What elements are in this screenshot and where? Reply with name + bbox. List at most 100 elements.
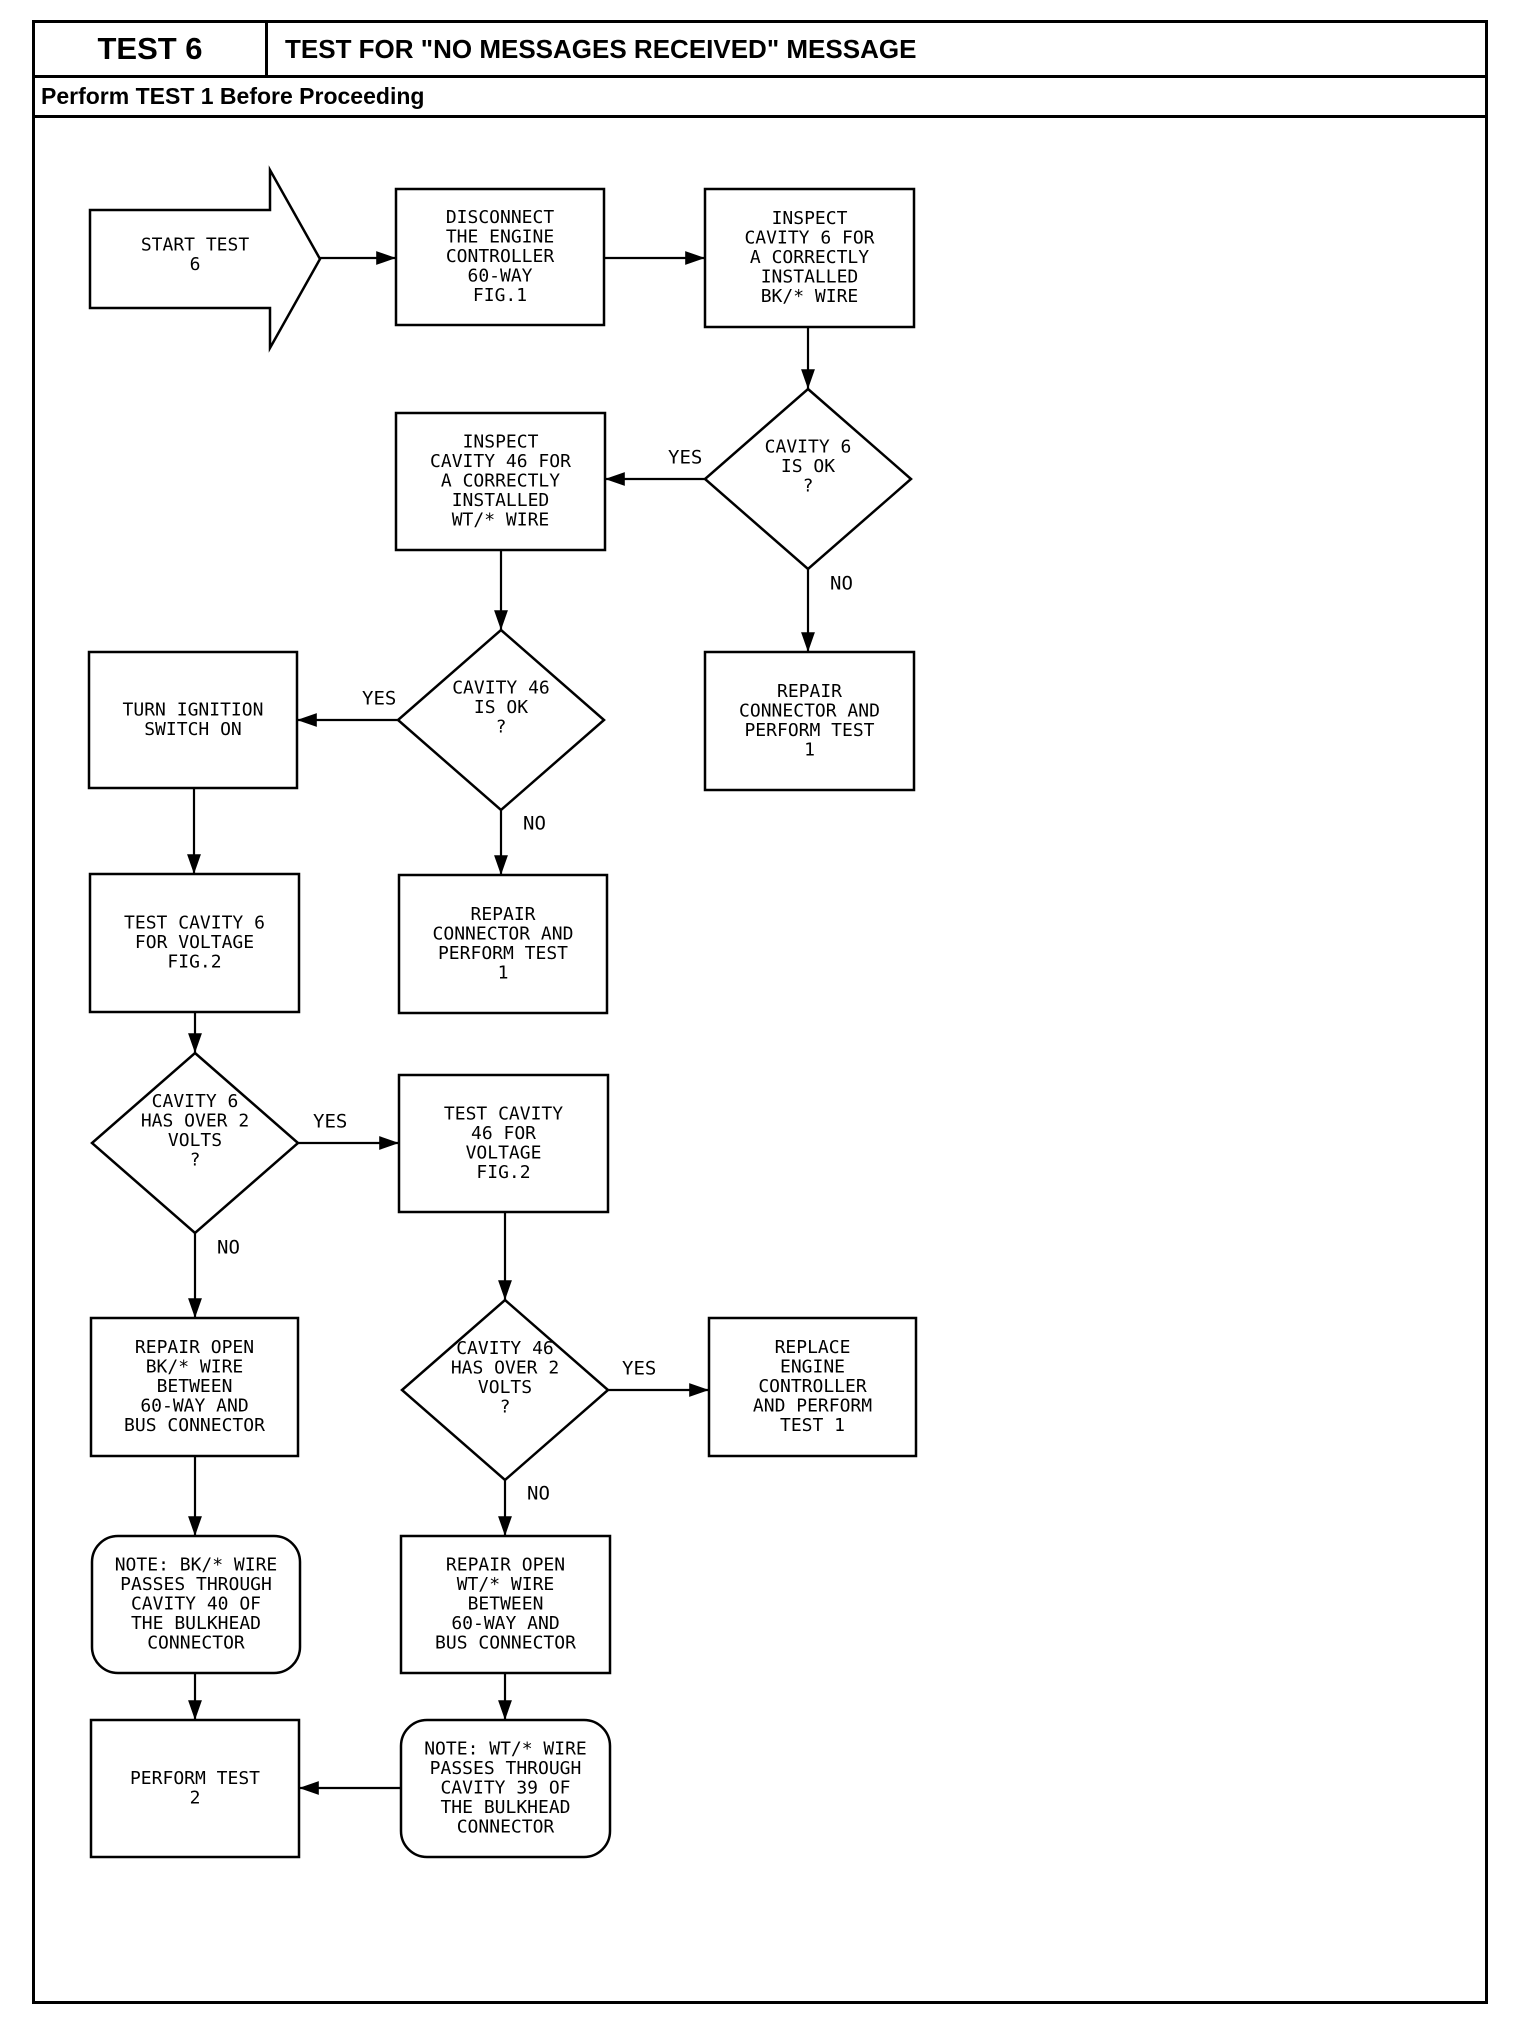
flow-node-line: SWITCH ON	[144, 719, 242, 740]
flow-node-shape	[397, 873, 609, 1015]
flow-node-line: ENGINE	[780, 1357, 845, 1378]
prerequisite-note: Perform TEST 1 Before Proceeding	[41, 83, 425, 109]
flow-node-shape	[397, 1073, 610, 1214]
flow-node-line: CAVITY 46 FOR	[430, 451, 571, 472]
flow-node-line: TEST CAVITY	[444, 1103, 563, 1124]
flow-node-line: THE BULKHEAD	[131, 1613, 261, 1634]
flow-node-line: ?	[190, 1149, 201, 1170]
flow-node-line: AND PERFORM	[753, 1396, 872, 1417]
subheader-row: Perform TEST 1 Before Proceeding	[35, 78, 1485, 118]
test-title: TEST FOR "NO MESSAGES RECEIVED" MESSAGE	[285, 33, 917, 64]
test-id: TEST 6	[35, 23, 268, 75]
flow-node-line: DISCONNECT	[446, 207, 555, 228]
flow-node-line: TEST CAVITY 6	[124, 913, 265, 934]
flow-node-line: NOTE: WT/* WIRE	[424, 1739, 587, 1760]
flow-node-line: REPAIR OPEN	[446, 1555, 565, 1576]
flow-node-line: PASSES THROUGH	[120, 1574, 272, 1595]
flow-node-line: 60-WAY AND	[140, 1396, 248, 1417]
edge-label-cav46-yes: YES	[362, 688, 396, 710]
flow-node-shape	[394, 411, 607, 552]
flow-node-line: FOR VOLTAGE	[135, 932, 254, 953]
flow-node-shape	[89, 1316, 300, 1458]
flow-node-shape	[88, 872, 301, 1014]
flow-node-line: VOLTAGE	[466, 1142, 542, 1163]
flow-node-line: FIG.2	[167, 952, 221, 973]
flow-node-line: NOTE: BK/* WIRE	[115, 1555, 278, 1576]
flow-node-line: FIG.2	[476, 1162, 530, 1183]
flow-node-shape	[89, 1718, 301, 1859]
edge-label-cav6v-yes: YES	[313, 1111, 347, 1133]
page-frame: TEST 6 TEST FOR "NO MESSAGES RECEIVED" M…	[32, 20, 1488, 2004]
flow-node-line: IS OK	[474, 697, 528, 718]
flow-node-line: INSPECT	[463, 432, 539, 453]
flow-node-line: PERFORM TEST	[744, 720, 874, 741]
flow-node-line: REPAIR OPEN	[135, 1337, 254, 1358]
flow-node-shape	[703, 387, 913, 571]
flow-node-line: 1	[804, 739, 815, 760]
flow-node-line: START TEST	[141, 234, 250, 255]
flow-node-cav6ok: CAVITY 6IS OK?	[703, 387, 913, 571]
flow-node-shape	[396, 628, 606, 812]
edge-label-cav46-no: NO	[523, 813, 546, 835]
flow-node-line: 60-WAY AND	[451, 1613, 559, 1634]
flow-node-line: WT/* WIRE	[457, 1574, 555, 1595]
flow-node-shape	[400, 1298, 610, 1482]
flow-node-line: 1	[498, 962, 509, 983]
flow-node-line: TEST 1	[780, 1415, 845, 1436]
flow-node-line: CAVITY 46	[452, 678, 550, 699]
flow-node-shape	[87, 650, 299, 790]
flow-node-line: CAVITY 6	[765, 437, 852, 458]
flow-node-line: BK/* WIRE	[761, 286, 859, 307]
flow-node-shape	[88, 165, 322, 353]
flow-node-line: CAVITY 40 OF	[131, 1594, 261, 1615]
flow-node-line: ?	[500, 1396, 511, 1417]
flow-node-line: ?	[496, 717, 507, 738]
flow-node-line: 60-WAY	[467, 266, 532, 287]
flow-node-line: IS OK	[781, 456, 835, 477]
flow-node-line: BUS CONNECTOR	[435, 1633, 576, 1654]
flow-node-line: PERFORM TEST	[130, 1768, 260, 1789]
flow-node-line: CONNECTOR AND	[433, 923, 574, 944]
flow-node-line: CAVITY 6 FOR	[744, 228, 874, 249]
flow-node-line: 46 FOR	[471, 1123, 536, 1144]
flow-node-line: INSTALLED	[452, 490, 550, 511]
flow-node-line: A CORRECTLY	[441, 471, 560, 492]
flow-node-line: ?	[803, 476, 814, 497]
edge-label-cav46v-yes: YES	[622, 1358, 656, 1380]
flow-node-line: VOLTS	[168, 1130, 222, 1151]
flow-node-line: CAVITY 6	[152, 1091, 239, 1112]
flow-node-line: PASSES THROUGH	[430, 1758, 582, 1779]
flow-node-line: CAVITY 39 OF	[440, 1778, 570, 1799]
header-row: TEST 6 TEST FOR "NO MESSAGES RECEIVED" M…	[35, 23, 1485, 78]
flow-node-line: CONTROLLER	[446, 246, 555, 267]
flow-node-line: REPLACE	[775, 1337, 851, 1358]
edge-label-cav6-no: NO	[830, 573, 853, 595]
flow-node-shape	[90, 1534, 302, 1675]
flow-node-line: CONNECTOR	[457, 1817, 555, 1838]
flow-node-line: INSPECT	[772, 208, 848, 229]
flow-node-line: 6	[190, 254, 201, 275]
flow-node-line: WT/* WIRE	[452, 510, 550, 531]
flow-node-line: 2	[190, 1787, 201, 1808]
flow-node-shape	[90, 1051, 300, 1235]
edge-label-cav6v-no: NO	[217, 1237, 240, 1259]
flow-node-shape	[394, 187, 606, 327]
flow-node-line: CONNECTOR	[147, 1633, 245, 1654]
edge-label-cav6-yes: YES	[668, 447, 702, 469]
flow-node-line: FIG.1	[473, 285, 527, 306]
flow-node-line: TURN IGNITION	[123, 699, 264, 720]
flow-node-shape	[399, 1718, 612, 1859]
flow-node-shape	[703, 187, 916, 329]
